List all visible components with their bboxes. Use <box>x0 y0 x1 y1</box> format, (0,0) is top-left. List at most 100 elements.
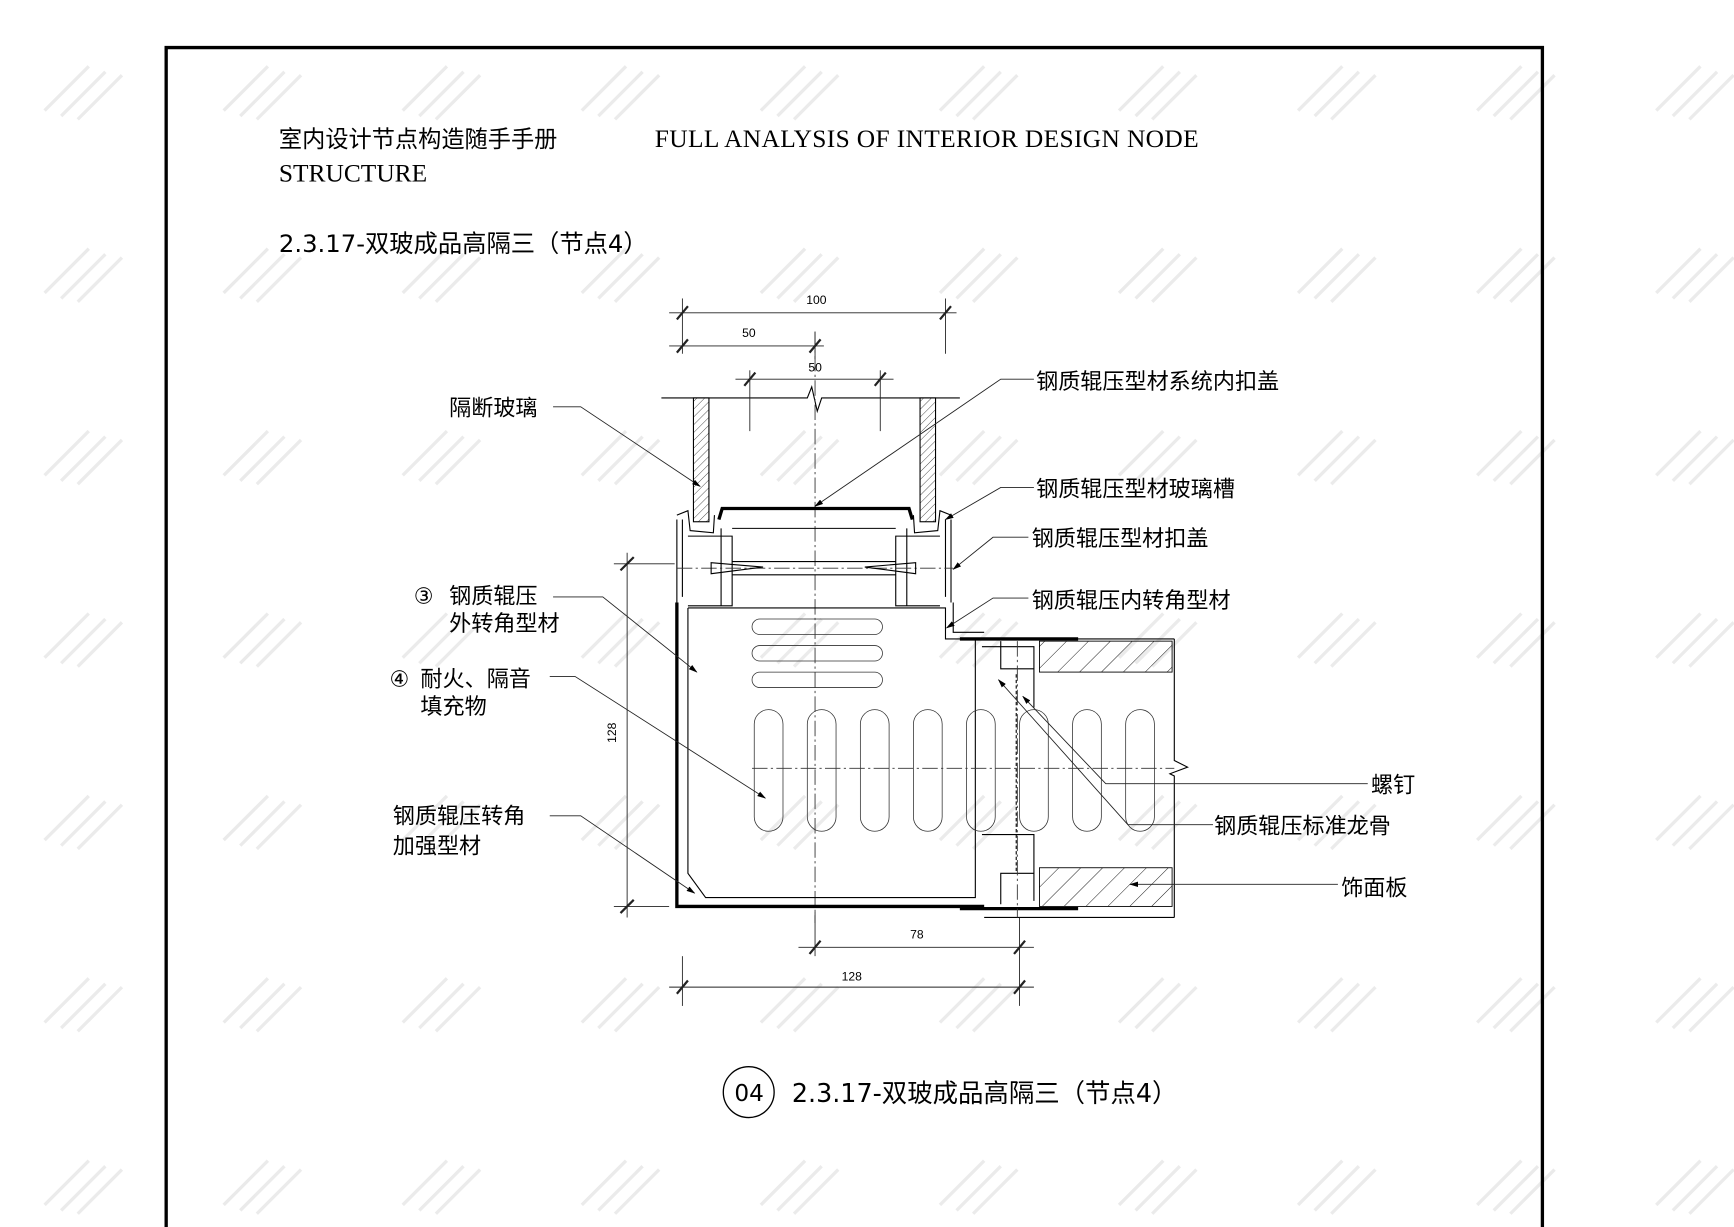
watermark-mark <box>759 977 840 1033</box>
outer-corner-profile <box>675 602 985 909</box>
insulation-loop <box>966 709 996 832</box>
callout-labels: 隔断玻璃 钢质辊压型材系统内扣盖 钢质辊压型材玻璃槽 钢质辊压型材扣盖 钢质辊压… <box>389 369 1415 901</box>
watermark-mark <box>759 429 840 486</box>
watermark-mark <box>938 247 1019 303</box>
watermark-mark <box>401 794 482 851</box>
watermark <box>43 65 1734 1215</box>
insulation-loop <box>1072 709 1102 832</box>
label-filler-1: 耐火、隔音 <box>420 666 530 692</box>
watermark-mark <box>43 247 124 303</box>
dimension-lines <box>613 298 1034 1006</box>
watermark-mark <box>938 977 1019 1033</box>
watermark-mark <box>222 247 303 303</box>
watermark-mark <box>1117 65 1198 121</box>
watermark-mark <box>43 977 124 1033</box>
watermark-mark <box>759 612 840 668</box>
label-outer-corner-num: ③ <box>414 584 434 610</box>
watermark-mark <box>1476 794 1556 851</box>
caption-number-circle <box>722 1066 775 1119</box>
watermark-mark <box>1476 429 1556 486</box>
glass-panel-right <box>919 397 937 523</box>
watermark-mark <box>1476 1159 1556 1215</box>
watermark-mark <box>1655 247 1734 303</box>
insulation-loop <box>751 618 883 635</box>
watermark-mark <box>759 247 840 303</box>
watermark-mark <box>222 794 303 851</box>
watermark-mark <box>580 65 661 121</box>
label-stud: 钢质辊压标准龙骨 <box>1214 813 1391 839</box>
insulation-loop <box>806 709 837 832</box>
watermark-mark <box>938 65 1019 121</box>
label-outer-corner-1: 钢质辊压 <box>449 584 537 610</box>
dim-top-inner: 50 <box>808 360 822 374</box>
insulation-loop <box>1019 709 1049 832</box>
label-reinforce-1: 钢质辊压转角 <box>393 804 526 830</box>
label-screw: 螺钉 <box>1371 773 1415 799</box>
section-detail: 100 50 50 128 78 128 <box>549 293 1368 1006</box>
header-title-en: FULL ANALYSIS OF INTERIOR DESIGN NODE <box>655 125 1199 153</box>
section-title: 2.3.17-双玻成品高隔三（节点4） <box>279 229 648 258</box>
watermark-mark <box>401 612 482 668</box>
label-filler-num: ④ <box>389 666 409 692</box>
watermark-mark <box>1655 977 1734 1033</box>
watermark-mark <box>1655 1159 1734 1215</box>
watermark-mark <box>222 612 303 668</box>
insulation-filler <box>751 618 1155 832</box>
watermark-mark <box>1296 612 1377 668</box>
watermark-mark <box>1117 977 1198 1033</box>
sheet-frame <box>164 45 1545 1227</box>
watermark-mark <box>759 65 840 121</box>
label-reinforce-2: 加强型材 <box>393 833 481 859</box>
watermark-mark <box>401 977 482 1033</box>
watermark-mark <box>1117 247 1198 303</box>
insulation-loop <box>859 709 890 832</box>
label-outer-corner-2: 外转角型材 <box>449 611 559 637</box>
watermark-mark <box>43 612 124 668</box>
watermark-mark <box>1476 977 1556 1033</box>
dim-top-half: 50 <box>742 326 756 340</box>
watermark-mark <box>1296 247 1377 303</box>
watermark-mark <box>222 65 303 121</box>
watermark-mark <box>1296 1159 1377 1215</box>
dim-left-height: 128 <box>605 722 619 743</box>
watermark-mark <box>1296 977 1377 1033</box>
label-partition-glass: 隔断玻璃 <box>449 396 537 422</box>
label-glass-slot: 钢质辊压型材玻璃槽 <box>1036 476 1235 502</box>
watermark-mark <box>580 247 661 303</box>
header-title-cn: 室内设计节点构造随手手册 <box>279 126 557 153</box>
label-inner-corner: 钢质辊压内转角型材 <box>1032 588 1231 614</box>
label-filler-2: 填充物 <box>420 694 486 720</box>
dim-top-overall: 100 <box>806 293 827 307</box>
watermark-mark <box>1655 612 1734 668</box>
watermark-mark <box>1476 247 1556 303</box>
watermark-mark <box>1117 794 1198 851</box>
caption-number: 04 <box>734 1080 764 1107</box>
watermark-mark <box>580 794 661 851</box>
insulation-loop <box>751 645 883 662</box>
watermark-mark <box>401 429 482 486</box>
glass-panel-left <box>692 397 710 523</box>
watermark-mark <box>43 65 124 121</box>
insulation-loop <box>913 709 943 832</box>
watermark-mark <box>938 612 1019 668</box>
watermark-mark <box>1655 65 1734 121</box>
watermark-mark <box>43 429 124 486</box>
watermark-mark <box>1117 429 1198 486</box>
watermark-mark <box>1296 794 1377 851</box>
caption-title: 2.3.17-双玻成品高隔三（节点4） <box>792 1078 1178 1108</box>
watermark-mark <box>1476 65 1556 121</box>
watermark-mark <box>1296 65 1377 121</box>
watermark-mark <box>938 1159 1019 1215</box>
label-inner-cap: 钢质辊压型材系统内扣盖 <box>1036 369 1279 395</box>
watermark-mark <box>43 794 124 851</box>
insulation-loop <box>751 671 883 688</box>
watermark-mark <box>938 794 1019 851</box>
dim-bottom-inner: 78 <box>910 927 924 941</box>
watermark-mark <box>222 977 303 1033</box>
watermark-mark <box>401 1159 482 1215</box>
watermark-mark <box>580 977 661 1033</box>
watermark-mark <box>580 1159 661 1215</box>
watermark-mark <box>222 429 303 486</box>
watermark-mark <box>1296 429 1377 486</box>
